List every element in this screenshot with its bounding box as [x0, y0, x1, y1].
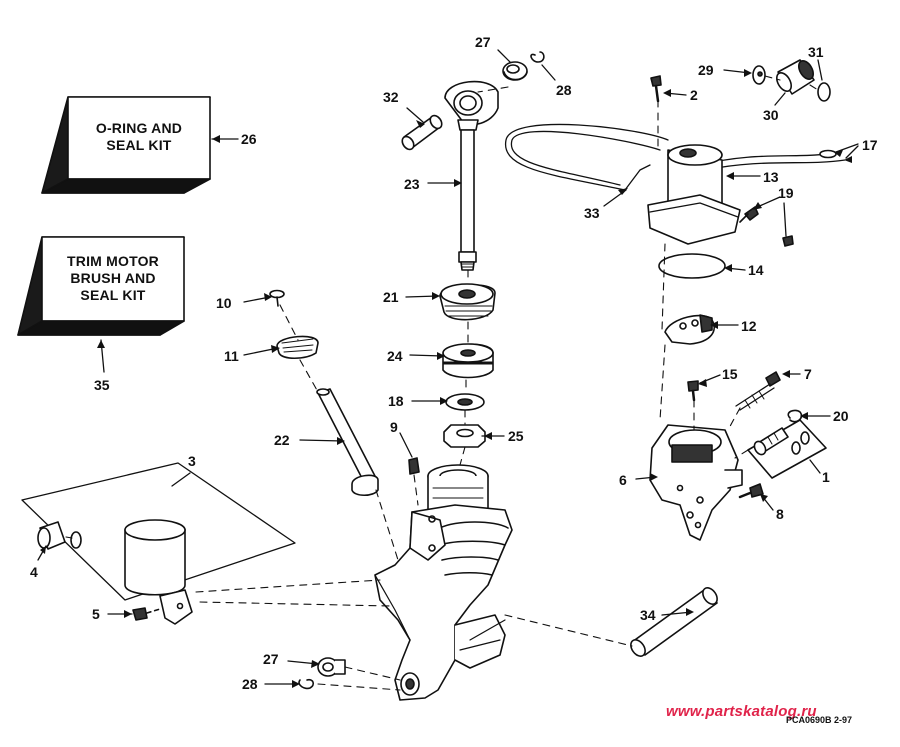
trim-cylinder-housing — [374, 464, 513, 701]
callout-14: 14 — [748, 262, 764, 278]
callout-28-top: 28 — [556, 82, 572, 98]
callout-3: 3 — [188, 453, 196, 469]
part-28-retaining-ring-top — [530, 51, 545, 63]
callout-labels: 26 35 3 4 5 10 11 22 27 28 32 23 21 24 1… — [30, 34, 878, 692]
part-23-rod — [444, 80, 499, 271]
callout-17: 17 — [862, 137, 878, 153]
callout-15: 15 — [722, 366, 738, 382]
part-27-bushing-top — [502, 61, 528, 81]
watermark: www.partskatalog.ru — [666, 703, 817, 720]
part-28-retaining-ring-lower — [298, 678, 315, 690]
callout-32: 32 — [383, 89, 399, 105]
callout-35: 35 — [94, 377, 110, 393]
callout-18: 18 — [388, 393, 404, 409]
callout-29: 29 — [698, 62, 714, 78]
assembly-dashed-lines — [65, 75, 819, 691]
callout-7: 7 — [804, 366, 812, 382]
oring-kit-line1: O-RING AND — [95, 120, 183, 136]
part-3-reservoir-sheet — [21, 462, 296, 625]
part-1-filter-screen — [747, 419, 827, 479]
callout-6: 6 — [619, 472, 627, 488]
callout-25: 25 — [508, 428, 524, 444]
part-32-pin — [401, 114, 443, 151]
callout-23: 23 — [404, 176, 420, 192]
brush-kit-line3: SEAL KIT — [80, 287, 146, 303]
brush-seal-kit-label: TRIM MOTOR BRUSH AND SEAL KIT — [42, 253, 184, 304]
callout-24: 24 — [387, 348, 403, 364]
part-24-piston — [442, 343, 494, 379]
callout-5: 5 — [92, 606, 100, 622]
part-20-ring — [787, 409, 803, 423]
callout-34: 34 — [640, 607, 656, 623]
part-14-oring — [658, 253, 726, 279]
callout-21: 21 — [383, 289, 399, 305]
part-10-plug — [269, 289, 285, 307]
trim-motor-brush-seal-kit-box — [17, 236, 185, 336]
callout-30: 30 — [763, 107, 779, 123]
callout-27-lower: 27 — [263, 651, 279, 667]
oring-seal-kit-box — [41, 96, 211, 194]
oring-seal-kit-label: O-RING AND SEAL KIT — [68, 120, 210, 154]
part-11-cap — [276, 335, 319, 360]
part-21-gland — [439, 283, 496, 321]
part-34-pin — [630, 587, 718, 657]
part-29-washer — [752, 65, 766, 85]
part-7-bolt — [735, 371, 781, 411]
callout-9: 9 — [390, 419, 398, 435]
part-13-trim-motor — [647, 144, 741, 245]
part-8-screw — [738, 483, 764, 499]
part-12-cover — [664, 314, 715, 345]
part-27-bushing-lower — [317, 657, 346, 677]
part-25-nut — [443, 424, 486, 448]
callout-20: 20 — [833, 408, 849, 424]
callout-8: 8 — [776, 506, 784, 522]
callout-10: 10 — [216, 295, 232, 311]
part-6-pump-body — [649, 424, 743, 541]
brush-kit-line2: BRUSH AND — [70, 270, 156, 286]
part-9-fitting — [408, 457, 420, 475]
part-31-oring — [817, 82, 831, 102]
callout-2: 2 — [690, 87, 698, 103]
part-22-tube — [316, 388, 379, 497]
part-19-clamp-screw — [739, 206, 794, 247]
brush-kit-line1: TRIM MOTOR — [67, 253, 159, 269]
callout-31: 31 — [808, 44, 824, 60]
callout-26: 26 — [241, 131, 257, 147]
part-5-screw — [132, 607, 161, 621]
leader-arrowheads — [40, 69, 852, 688]
callout-4: 4 — [30, 564, 38, 580]
callout-11: 11 — [224, 348, 239, 364]
callout-12: 12 — [741, 318, 757, 334]
callout-13: 13 — [763, 169, 779, 185]
callout-27-top: 27 — [475, 34, 491, 50]
figure-code: PCA0690B 2-97 — [786, 715, 853, 725]
callout-33: 33 — [584, 205, 600, 221]
callout-22: 22 — [274, 432, 290, 448]
part-2-screw — [650, 75, 662, 103]
part-15-screw — [687, 380, 699, 402]
part-30-solenoid — [775, 59, 815, 95]
callout-19: 19 — [778, 185, 794, 201]
callout-1: 1 — [822, 469, 830, 485]
oring-kit-line2: SEAL KIT — [106, 137, 172, 153]
callout-28-lower: 28 — [242, 676, 258, 692]
part-18-washer — [445, 393, 485, 411]
part-4-bushing — [37, 521, 82, 550]
